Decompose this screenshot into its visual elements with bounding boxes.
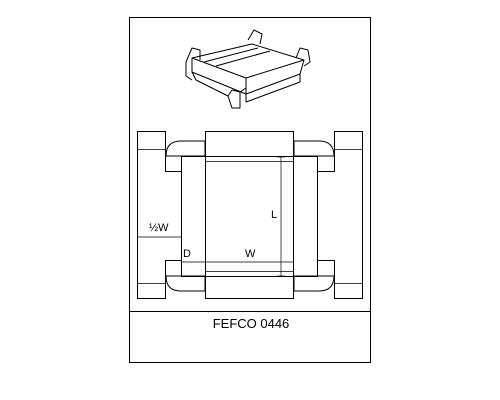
dim-label-depth: D — [183, 248, 191, 260]
outer-frame — [129, 17, 371, 363]
diagram-caption: FEFCO 0446 — [213, 316, 290, 331]
flat-blank — [137, 131, 363, 299]
box-3d-illustration — [185, 29, 311, 109]
dim-label-width: W — [245, 248, 256, 260]
dimension-lines — [138, 156, 293, 277]
dim-label-length: L — [271, 209, 277, 221]
dim-label-half-width: ½W — [149, 222, 169, 234]
